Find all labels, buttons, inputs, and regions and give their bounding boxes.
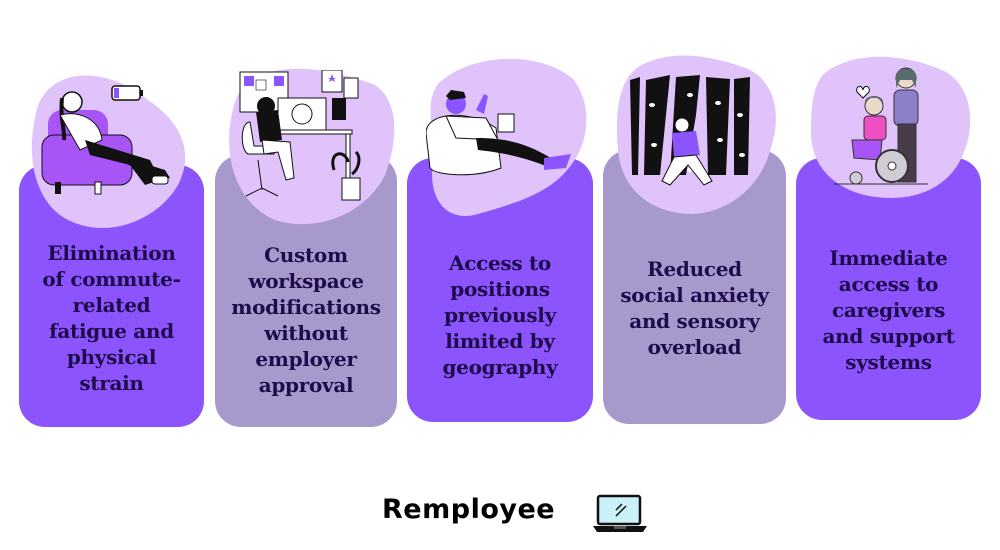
card-4-line: Reduced [647, 257, 742, 281]
card-3-line: previously [444, 303, 556, 327]
card-2-text: Custom workspace modifications without e… [215, 242, 397, 398]
card-2-line: modifications [231, 295, 381, 319]
card-5-line: and support [822, 324, 955, 348]
card-2-line: employer [255, 347, 357, 371]
card-2-line: approval [258, 373, 354, 397]
tired-person-armchair-icon [41, 85, 170, 195]
card-3-line: positions [450, 277, 550, 301]
card-1-line: of commute- [42, 267, 181, 291]
caregiver-wheelchair-icon [834, 67, 928, 185]
card-1-line: Elimination [47, 241, 176, 265]
card-3-line: limited by [445, 329, 555, 353]
card-2-line: Custom [264, 243, 348, 267]
card-1-line: related [72, 293, 151, 317]
man-beanbag-laptop-icon [426, 90, 571, 176]
card-5-line: Immediate [829, 246, 948, 270]
card-3-blob [430, 58, 587, 216]
laptop-icon [593, 494, 647, 532]
card-4-line: social anxiety [620, 283, 769, 307]
card-3-line: geography [442, 355, 558, 379]
card-5-text: Immediate access to caregivers and suppo… [796, 245, 981, 375]
card-2-line: without [264, 321, 348, 345]
card-2-line: workspace [248, 269, 364, 293]
card-5-blob [811, 56, 971, 198]
card-5-line: access to [838, 272, 939, 296]
card-1-line: physical [66, 345, 157, 369]
card-3-text: Access to positions previously limited b… [407, 250, 593, 380]
card-caregivers-access [796, 158, 981, 420]
card-1-line: strain [79, 371, 144, 395]
brand-logo-text: Remployee [382, 494, 556, 525]
card-5-line: caregivers [831, 298, 946, 322]
card-1-line: fatigue and [49, 319, 174, 343]
anxious-man-forest-eyes-icon [630, 75, 750, 186]
card-4-line: and sensory [629, 309, 760, 333]
card-3-line: Access to [449, 251, 551, 275]
person-at-desk-icon [239, 70, 361, 201]
card-4-line: overload [647, 335, 742, 359]
card-1-text: Elimination of commute- related fatigue … [19, 240, 204, 396]
card-4-text: Reduced social anxiety and sensory overl… [603, 256, 786, 360]
card-5-line: systems [845, 350, 932, 374]
